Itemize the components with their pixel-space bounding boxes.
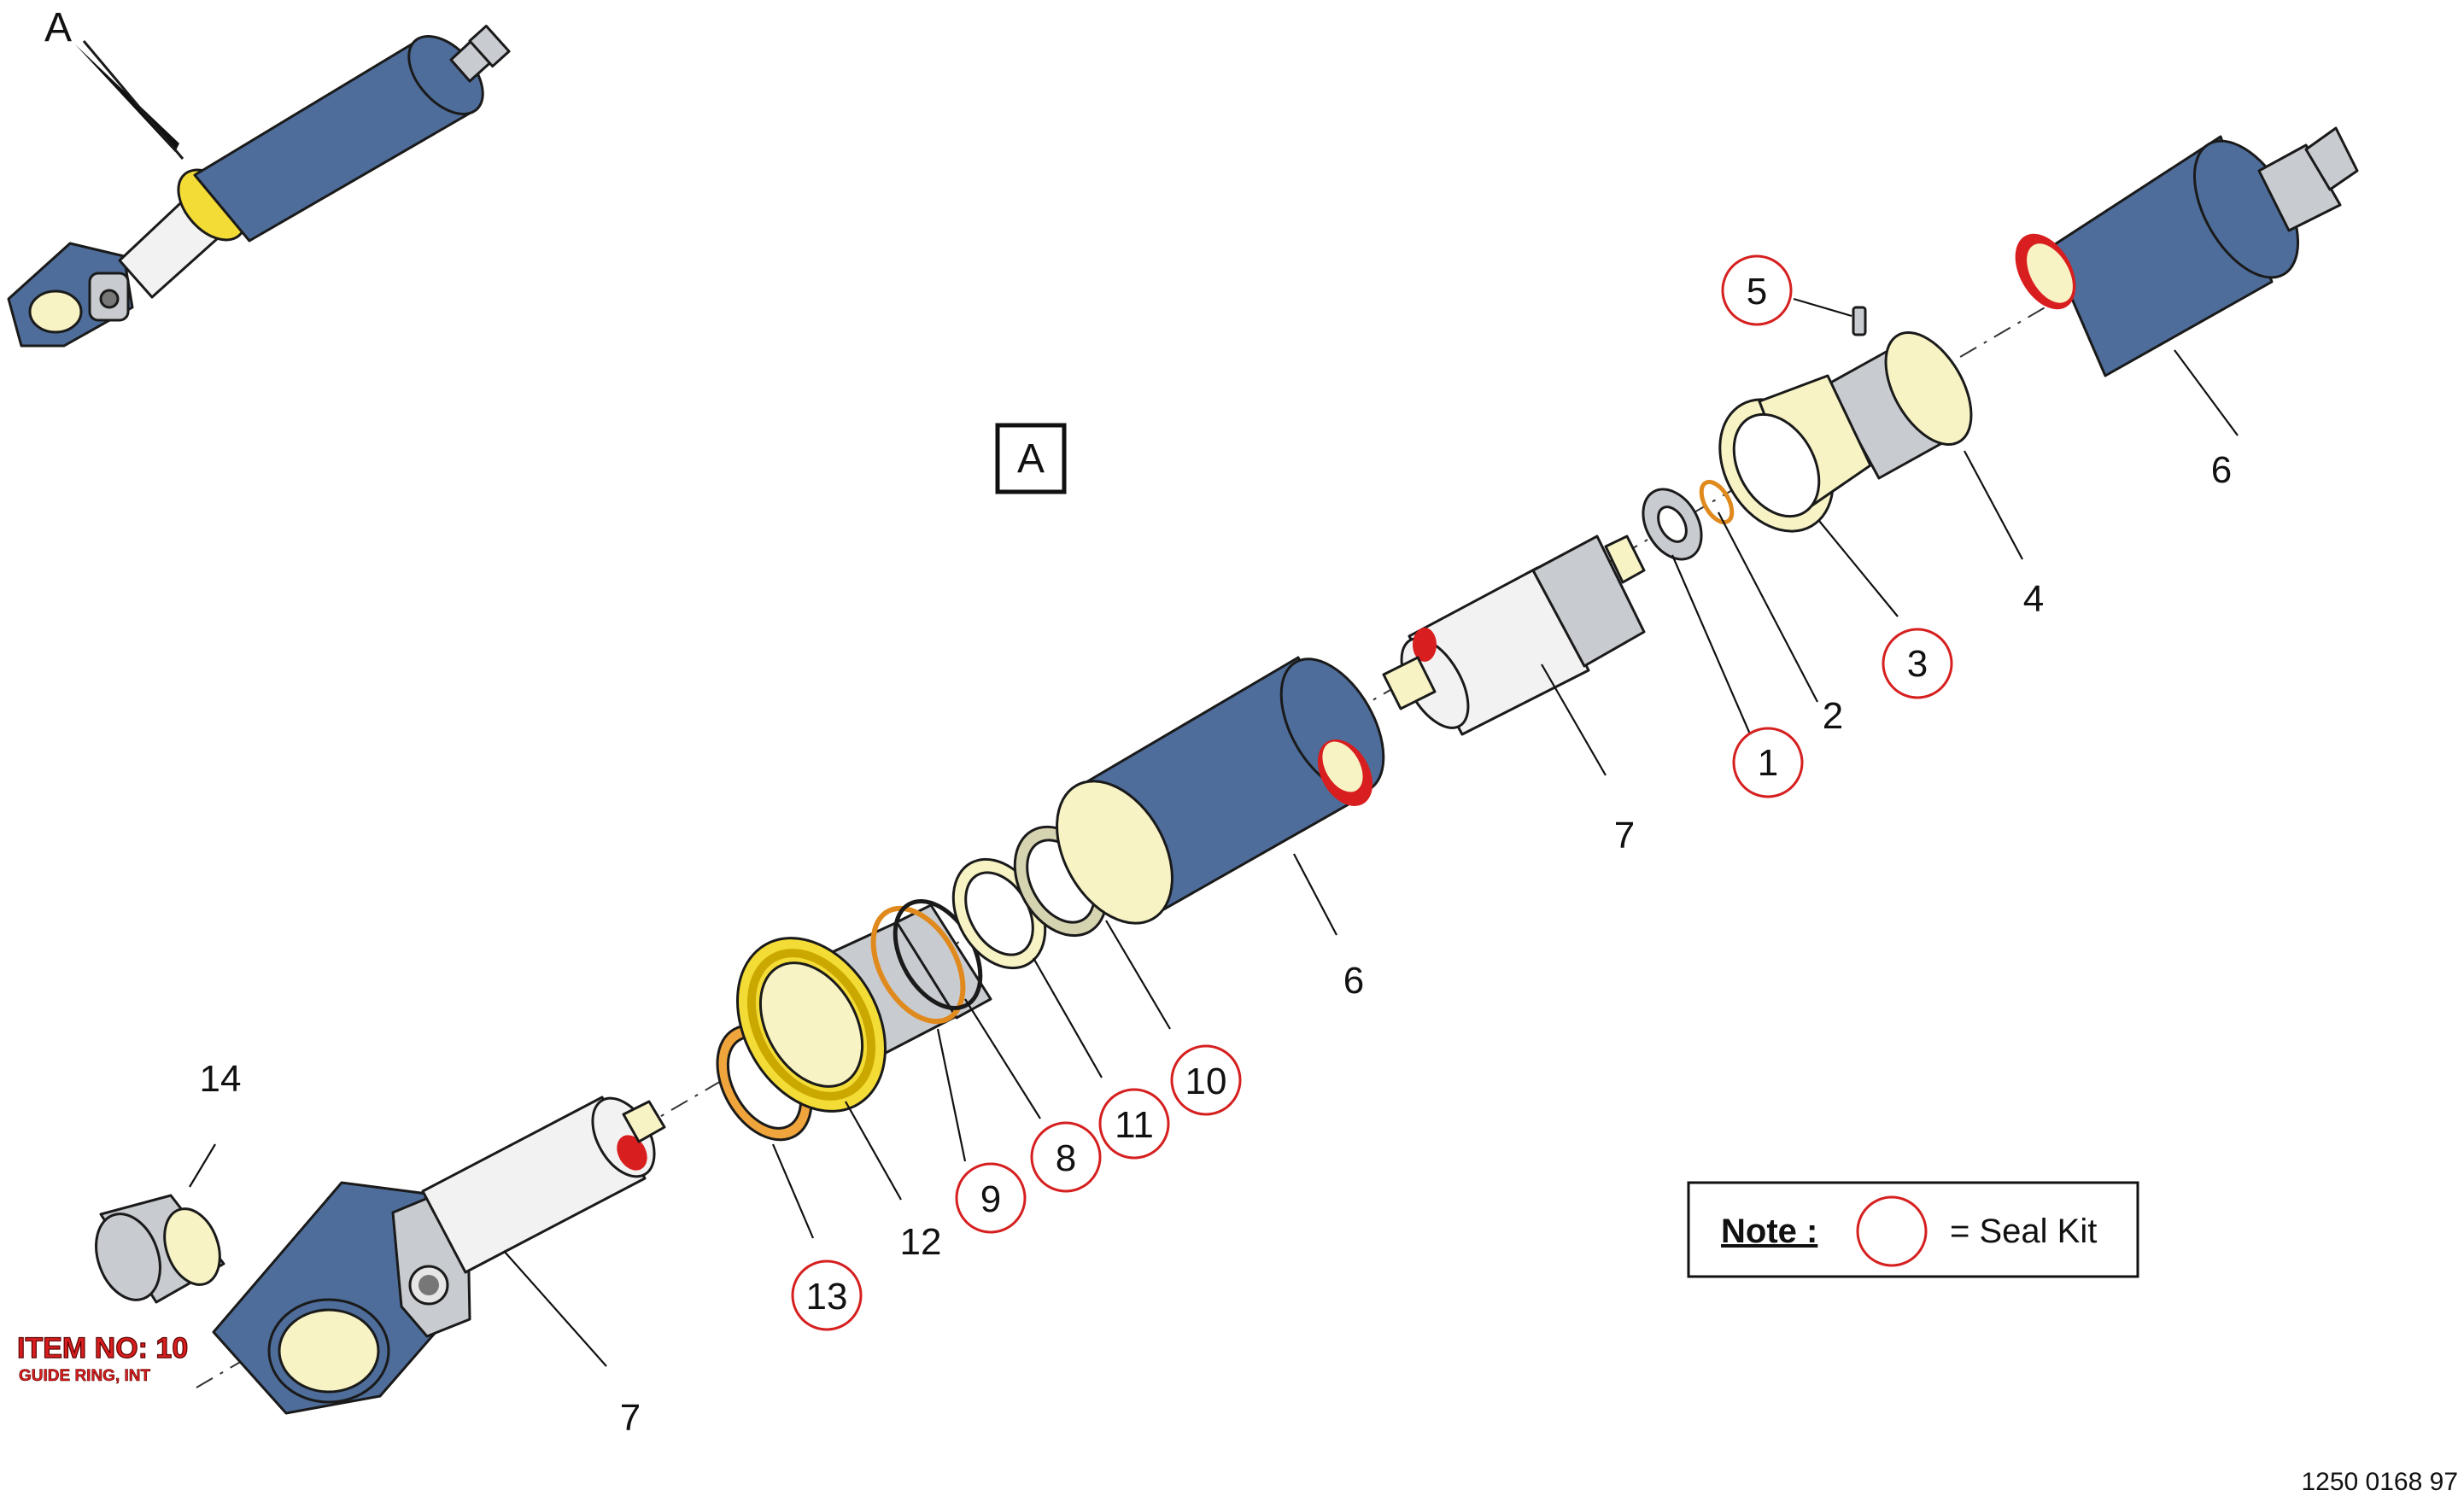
view-box-label: A [1017,436,1045,482]
note-box: Note : = Seal Kit [1687,1181,2139,1278]
head-12 [736,903,992,1113]
o-ring-9 [870,905,966,1025]
svg-text:9: 9 [980,1178,1001,1220]
callout-8[interactable]: 8 [1030,1121,1102,1193]
overview-cylinder: A [7,5,511,348]
callout-11[interactable]: 11 [1098,1088,1170,1160]
item-tag-subtitle: GUIDE RING, INT [19,1367,151,1385]
svg-text:6: 6 [2211,449,2232,491]
svg-text:7: 7 [620,1397,641,1439]
svg-text:4: 4 [2023,578,2044,620]
item-tag: ITEM NO: 10 GUIDE RING, INT [16,1331,188,1385]
callout-9[interactable]: 9 [955,1162,1027,1234]
callout-4[interactable]: 4 [2023,578,2044,620]
svg-text:11: 11 [1115,1104,1154,1146]
svg-text:6: 6 [1343,960,1364,1002]
note-title: Note : [1721,1213,1817,1250]
barrel-6-lower [1056,656,1385,925]
callout-5[interactable]: 5 [1721,254,1793,326]
o-ring-2 [1699,479,1735,525]
rod-eye-assembly [212,1181,471,1415]
seal-kit-circle-icon [1856,1195,1928,1267]
svg-text:12: 12 [900,1221,942,1263]
svg-text:14: 14 [200,1058,242,1100]
svg-text:10: 10 [1185,1061,1227,1102]
washer-1 [1642,488,1703,561]
svg-text:3: 3 [1907,643,1928,685]
callout-2[interactable]: 2 [1823,695,1843,737]
leader-lines [189,297,2239,1367]
callout-14[interactable]: 14 [200,1058,242,1100]
callout-6-upper[interactable]: 6 [2211,449,2232,491]
callout-10[interactable]: 10 [1170,1044,1242,1116]
svg-text:1: 1 [1758,742,1778,784]
overview-rod-eye [7,242,134,348]
callout-7-lower[interactable]: 7 [620,1397,641,1439]
svg-text:8: 8 [1056,1137,1076,1179]
document-number: 1250 0168 97 [2301,1468,2458,1496]
callout-12[interactable]: 12 [900,1221,942,1263]
svg-text:7: 7 [1614,815,1635,856]
bushing-14 [95,1194,225,1304]
svg-text:13: 13 [806,1276,848,1318]
rod-lower [421,1096,666,1274]
piston-rod-7 [1382,535,1646,736]
callout-7-upper[interactable]: 7 [1614,815,1635,856]
svg-text:2: 2 [1823,695,1843,737]
note-text: = Seal Kit [1950,1213,2097,1250]
svg-text:5: 5 [1747,271,1767,313]
callout-6-lower[interactable]: 6 [1343,960,1364,1002]
set-screw-5 [1852,306,1867,336]
view-label: A [44,5,72,50]
callout-3[interactable]: 3 [1882,628,1953,699]
piston-4 [1826,331,1973,480]
item-tag-title: ITEM NO: 10 [17,1332,188,1365]
callouts: 1 2 3 4 5 6 6 7 7 8 [200,254,2232,1439]
callout-13[interactable]: 13 [791,1259,863,1331]
barrel-6-upper [2015,126,2359,377]
callout-1[interactable]: 1 [1732,727,1804,798]
piston-3 [1718,374,1872,533]
view-box-a: A [995,423,1067,494]
